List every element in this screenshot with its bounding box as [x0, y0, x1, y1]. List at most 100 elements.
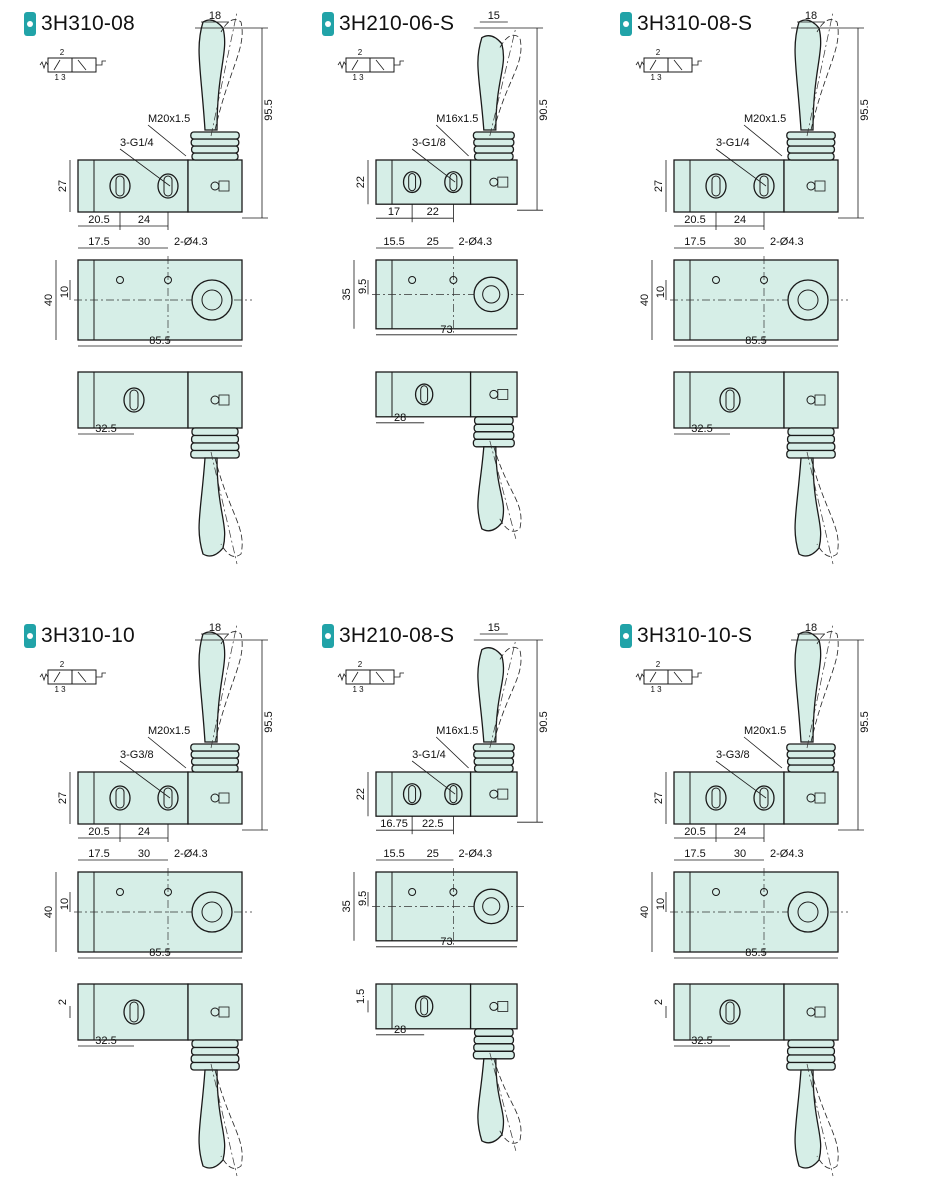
- dim-port-pitch: 24: [138, 826, 150, 838]
- symbol-arrow: [649, 59, 657, 71]
- bottom-actuator: [783, 983, 839, 1041]
- port-1-slot: [408, 173, 417, 192]
- ports-leader: [119, 148, 171, 187]
- lever-axis: [489, 440, 517, 539]
- port-2: [753, 173, 775, 199]
- lever-alt-position: [810, 1069, 839, 1169]
- collar-ring: [786, 750, 836, 759]
- model-name: 3H310-10-S: [637, 624, 753, 647]
- dim-top-height: 35: [341, 900, 353, 912]
- lever-axis: [210, 1063, 238, 1177]
- dim-holes: 2-Ø4.3: [459, 236, 493, 248]
- symbol-port-bottom: 1 3: [650, 73, 662, 82]
- bottom-view: 281.5: [355, 983, 522, 1151]
- collar-ring: [190, 1061, 240, 1071]
- port-2: [157, 785, 179, 811]
- actuator-block: [783, 159, 839, 213]
- dim-port-pitch: 22: [427, 206, 439, 218]
- dim-hole-offset: 17.5: [88, 848, 109, 860]
- lever-axis: [806, 11, 834, 137]
- model-name: 3H310-08-S: [637, 12, 753, 35]
- bottom-port: [719, 999, 741, 1025]
- bottom-actuator: [469, 983, 518, 1030]
- bottom-view: 32.52: [57, 983, 243, 1177]
- symbol-spring: [39, 673, 49, 682]
- dim-length: 85.5: [745, 335, 766, 347]
- thread-label: M20x1.5: [148, 113, 190, 125]
- dim-body-height: 22: [355, 176, 367, 188]
- port-2: [444, 783, 463, 806]
- ports-leader: [411, 148, 456, 183]
- dim-hole-pitch: 30: [734, 848, 746, 860]
- lever-axis: [806, 623, 834, 749]
- collar-ring: [190, 145, 240, 154]
- dim-hole-offset: 15.5: [383, 848, 404, 860]
- collar-ring: [472, 131, 515, 140]
- symbol-box-right: [71, 57, 97, 73]
- thread-leader: [147, 736, 187, 769]
- lever-axis: [806, 1063, 834, 1177]
- dim-top-offset: 10: [655, 286, 667, 298]
- collar-ring: [473, 138, 515, 147]
- model-name: 3H310-08: [41, 12, 135, 35]
- bottom-pin-cap: [218, 1006, 230, 1018]
- collar-ring: [190, 743, 240, 752]
- bullet-icon: [620, 624, 632, 648]
- collar-ring: [473, 145, 515, 154]
- collar-ring: [190, 449, 240, 459]
- collar-ring: [472, 1050, 515, 1060]
- lever-handle: [198, 631, 226, 743]
- collar-ring: [191, 1039, 239, 1049]
- mount-hole-2: [449, 888, 458, 896]
- dim-top-width: 15: [488, 622, 500, 634]
- symbol-port-top: 2: [60, 660, 65, 669]
- bottom-actuator: [469, 371, 518, 418]
- bottom-port: [414, 995, 434, 1018]
- lever-axis: [210, 11, 238, 137]
- bottom-port-slot: [420, 997, 429, 1016]
- lever-alt-position: [214, 19, 243, 131]
- bottom-view: 28: [375, 371, 522, 539]
- collar-ring: [190, 138, 240, 147]
- dim-bottom-length: 32.5: [691, 1035, 712, 1047]
- collar-ring: [473, 416, 514, 425]
- model-title: 3H310-10: [24, 622, 135, 650]
- symbol-port-bottom: 1 3: [54, 73, 66, 82]
- model-name: 3H210-08-S: [339, 624, 455, 647]
- lever-alt-position: [810, 457, 839, 557]
- collar-ring: [190, 1054, 240, 1064]
- ports-leader: [715, 148, 767, 187]
- thread-label: M20x1.5: [744, 113, 786, 125]
- lever-knob-inner: [482, 285, 501, 304]
- ports-label: 3-G1/4: [412, 749, 446, 761]
- dim-holes: 2-Ø4.3: [174, 848, 208, 860]
- collar-ring: [786, 138, 836, 147]
- collar-ring: [473, 1043, 515, 1052]
- symbol-spring: [635, 673, 645, 682]
- lever-handle: [794, 457, 822, 557]
- dim-bottom-length: 32.5: [691, 423, 712, 435]
- dim-body-height: 27: [653, 792, 665, 804]
- model-title: 3H310-10-S: [620, 622, 752, 650]
- symbol-actuator: [394, 60, 404, 66]
- dim-holes: 2-Ø4.3: [770, 848, 804, 860]
- bottom-pin-cap: [218, 394, 230, 406]
- dim-hole-pitch: 30: [138, 236, 150, 248]
- pin-cap: [497, 788, 509, 800]
- mount-hole-2: [164, 276, 172, 284]
- lever-knob-inner: [201, 289, 223, 311]
- symbol-spring: [337, 61, 347, 70]
- collar-ring: [191, 152, 239, 161]
- dim-top-offset: 10: [655, 898, 667, 910]
- lever-handle: [477, 647, 505, 743]
- lever-knob: [191, 279, 233, 321]
- dim-top-height: 35: [341, 288, 353, 300]
- lever-handle: [477, 35, 505, 131]
- bottom-port-slot: [725, 1001, 735, 1023]
- model-title: 3H310-08-S: [620, 10, 752, 38]
- dim-top-offset: 10: [59, 286, 71, 298]
- bottom-view: 32.52: [653, 983, 839, 1177]
